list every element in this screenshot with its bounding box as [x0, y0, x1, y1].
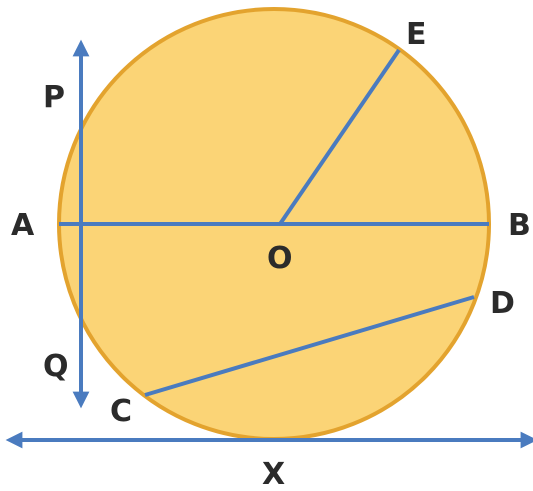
label-e: E: [406, 17, 427, 52]
label-d: D: [490, 286, 515, 321]
label-o: O: [267, 241, 293, 276]
chord-cd: [144, 295, 475, 397]
label-c: C: [110, 394, 132, 429]
label-q: Q: [43, 349, 69, 384]
label-p: P: [43, 80, 65, 115]
label-x: X: [262, 457, 285, 491]
radius-oe: [278, 48, 401, 226]
label-b: B: [508, 208, 531, 243]
label-a: A: [11, 208, 35, 243]
